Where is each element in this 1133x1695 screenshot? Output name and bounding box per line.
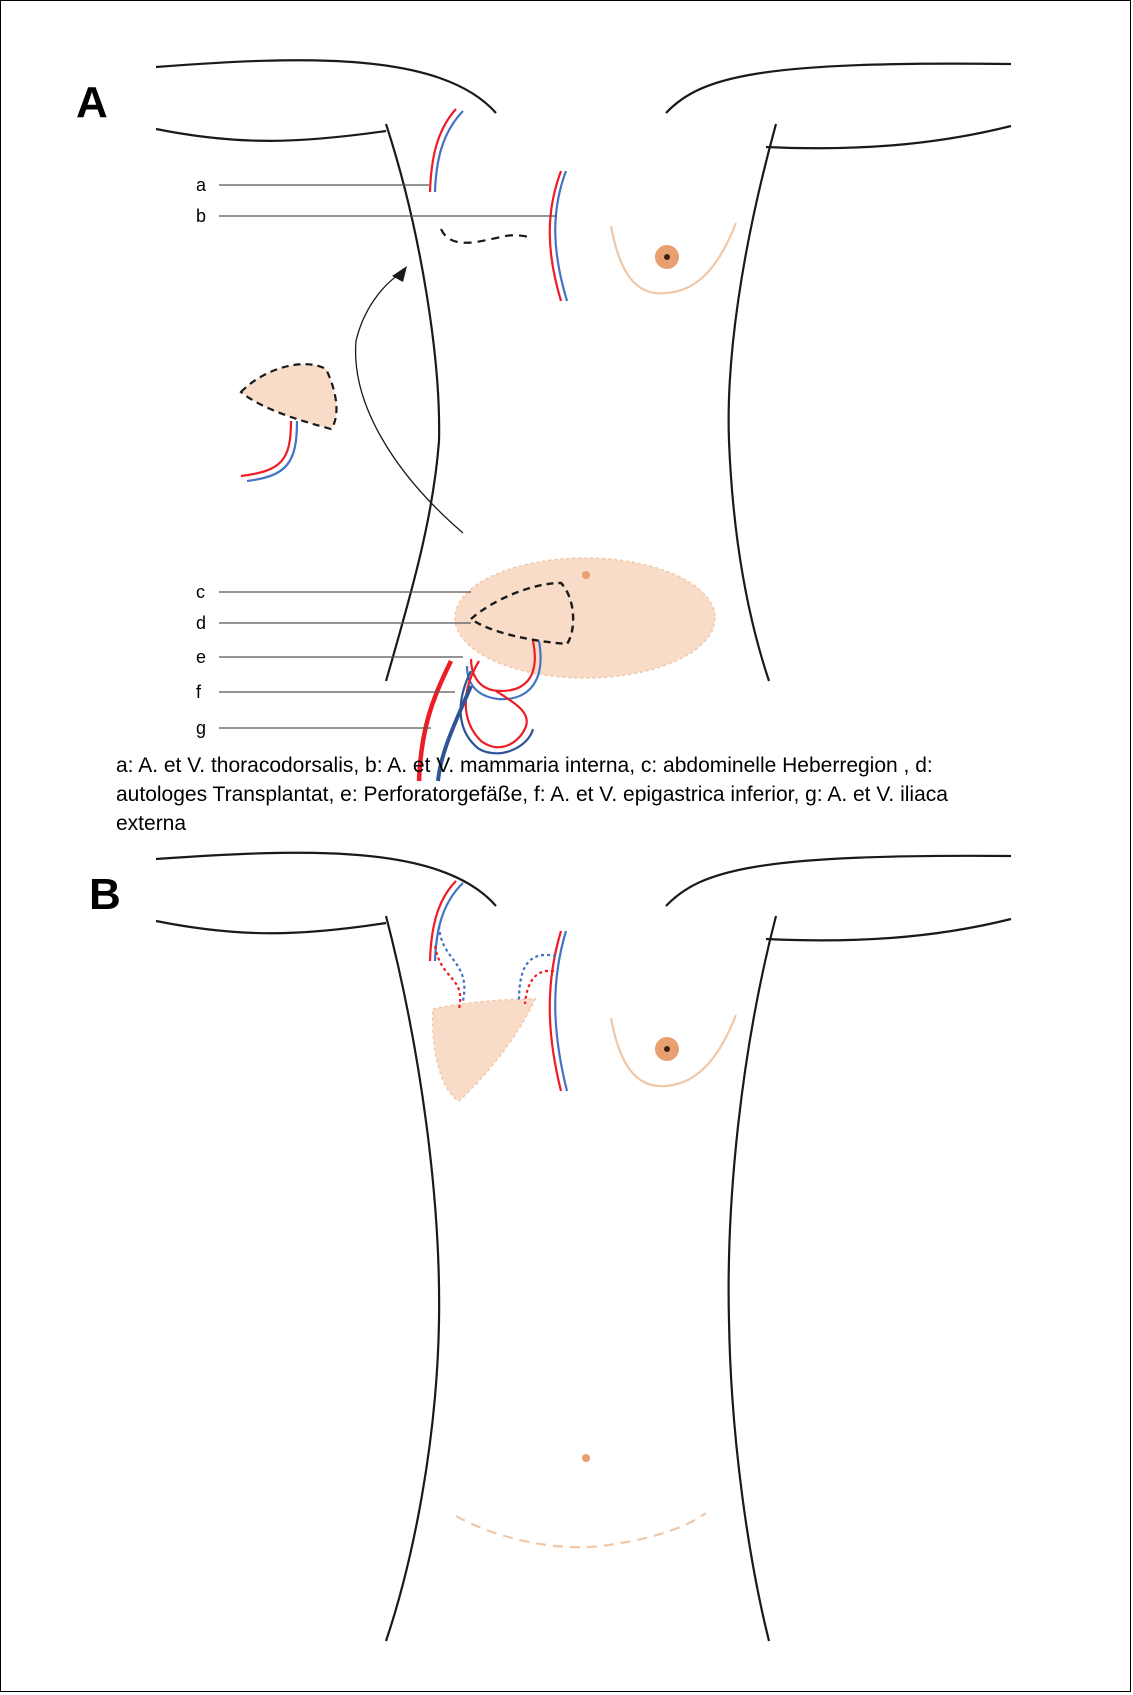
thoracodorsal-vessels-b xyxy=(430,881,464,1009)
umbilicus-b xyxy=(582,1454,590,1462)
left-shoulder-line xyxy=(156,60,496,113)
callout-a: a xyxy=(196,176,206,194)
right-underarm-line-b xyxy=(766,919,1011,940)
callout-e: e xyxy=(196,648,206,666)
panel-label-b: B xyxy=(89,873,121,917)
mammary-vessels xyxy=(550,171,567,301)
left-torso-line-b xyxy=(386,916,439,1641)
transplanted-flap xyxy=(433,999,535,1101)
left-shoulder-line-b xyxy=(156,853,496,906)
panel-b-body-outline xyxy=(156,853,1011,1641)
abdominal-scar xyxy=(456,1513,706,1547)
panel-label-a: A xyxy=(76,81,108,125)
callout-d: d xyxy=(196,614,206,632)
callout-c: c xyxy=(196,583,205,601)
recipient-incision-dashed xyxy=(441,229,531,243)
right-shoulder-line-b xyxy=(666,856,1011,906)
callout-f: f xyxy=(196,683,201,701)
right-torso-line xyxy=(729,124,776,681)
callout-b: b xyxy=(196,207,206,225)
callout-g: g xyxy=(196,719,206,737)
panel-a-breast xyxy=(611,223,736,293)
left-underarm-line xyxy=(156,129,386,141)
right-shoulder-line xyxy=(666,64,1011,113)
panel-b-breast xyxy=(611,1015,736,1086)
umbilicus xyxy=(582,571,590,579)
left-underarm-line-b xyxy=(156,921,386,933)
transfer-arrow xyxy=(356,266,463,533)
right-torso-line-b xyxy=(729,916,776,1641)
detached-flap xyxy=(241,364,336,481)
figure-caption: a: A. et V. thoracodorsalis, b: A. et V.… xyxy=(116,751,996,838)
thoracodorsal-vessels xyxy=(430,109,463,192)
right-underarm-line xyxy=(766,126,1011,148)
left-torso-line xyxy=(386,124,439,681)
